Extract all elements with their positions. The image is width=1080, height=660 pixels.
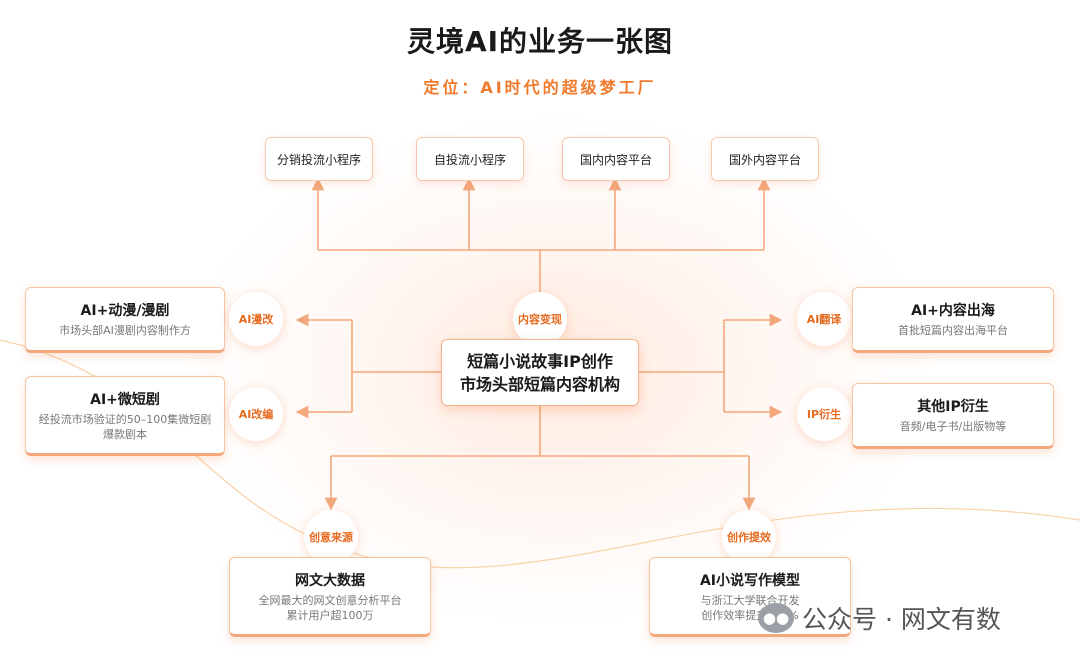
bottom-card: 网文大数据 全网最大的网文创意分析平台 累计用户超100万: [229, 557, 431, 637]
card-desc: 累计用户超100万: [286, 609, 374, 622]
left-card: AI+微短剧 经投流市场验证的50–100集微短剧爆款剧本: [25, 376, 225, 456]
card-title: AI+内容出海: [911, 303, 995, 319]
bottom-bubble: 创作提效: [722, 510, 776, 564]
monetize-bubble: 内容变现: [513, 292, 567, 346]
channel-box: 国内内容平台: [562, 137, 670, 181]
center-line1: 短篇小说故事IP创作: [467, 352, 613, 371]
card-title: 其他IP衍生: [917, 399, 989, 415]
card-desc: 音频/电子书/出版物等: [899, 420, 1007, 433]
page-subtitle: 定位：AI时代的超级梦工厂: [423, 78, 657, 97]
card-desc: 首批短篇内容出海平台: [898, 324, 1008, 337]
right-card: AI+内容出海 首批短篇内容出海平台: [852, 287, 1054, 353]
wechat-icon: ●●: [758, 603, 794, 633]
channel-box: 自投流小程序: [416, 137, 524, 181]
card-title: AI+微短剧: [90, 392, 160, 408]
channel-box: 分销投流小程序: [265, 137, 373, 181]
card-title: AI+动漫/漫剧: [80, 303, 170, 319]
left-bubble: AI漫改: [229, 292, 283, 346]
center-line2: 市场头部短篇内容机构: [459, 375, 620, 394]
page-title: 灵境AI的业务一张图: [406, 25, 674, 58]
watermark: ●● 公众号 · 网文有数: [758, 598, 1058, 638]
left-bubble: AI改编: [229, 387, 283, 441]
card-title: 网文大数据: [295, 573, 365, 589]
card-title: AI小说写作模型: [699, 573, 801, 589]
right-bubble: AI翻译: [797, 292, 851, 346]
channel-box: 国外内容平台: [711, 137, 819, 181]
bottom-bubble: 创意来源: [304, 510, 358, 564]
left-card: AI+动漫/漫剧 市场头部AI漫剧内容制作方: [25, 287, 225, 353]
center-node: 短篇小说故事IP创作 市场头部短篇内容机构: [441, 339, 639, 406]
right-bubble: IP衍生: [797, 387, 851, 441]
card-desc: 经投流市场验证的50–100集微短剧爆款剧本: [38, 413, 212, 441]
card-desc: 全网最大的网文创意分析平台: [258, 594, 402, 607]
card-desc: 市场头部AI漫剧内容制作方: [59, 324, 191, 337]
watermark-text: 公众号 · 网文有数: [802, 605, 1001, 634]
right-card: 其他IP衍生 音频/电子书/出版物等: [852, 383, 1054, 449]
